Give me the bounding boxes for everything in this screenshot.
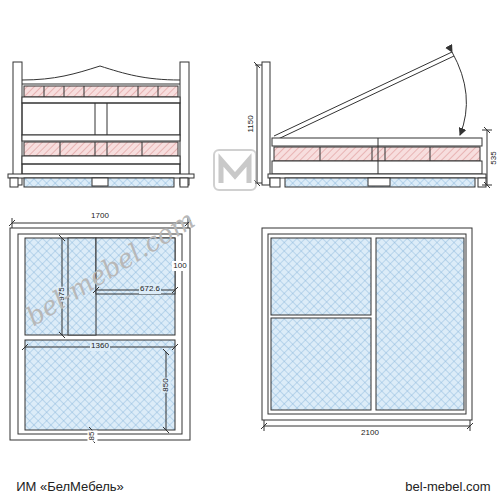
dimension-label: 850 [161,377,171,392]
dimension-label: 1360 [90,341,110,351]
logo-watermark [214,150,256,190]
dimension-label: 1700 [90,211,110,221]
company-name: ИМ «БелМебель» [15,479,125,494]
site-url: bel-mebel.com [404,479,491,494]
dimension-label: 2100 [360,428,380,438]
dimension-label: 1150 [246,114,256,133]
dimension-label: 100 [172,261,187,271]
dimension-label: 672.6 [139,284,161,294]
dimension-label: 85 [87,431,97,442]
dimension-label: 535 [489,150,499,165]
